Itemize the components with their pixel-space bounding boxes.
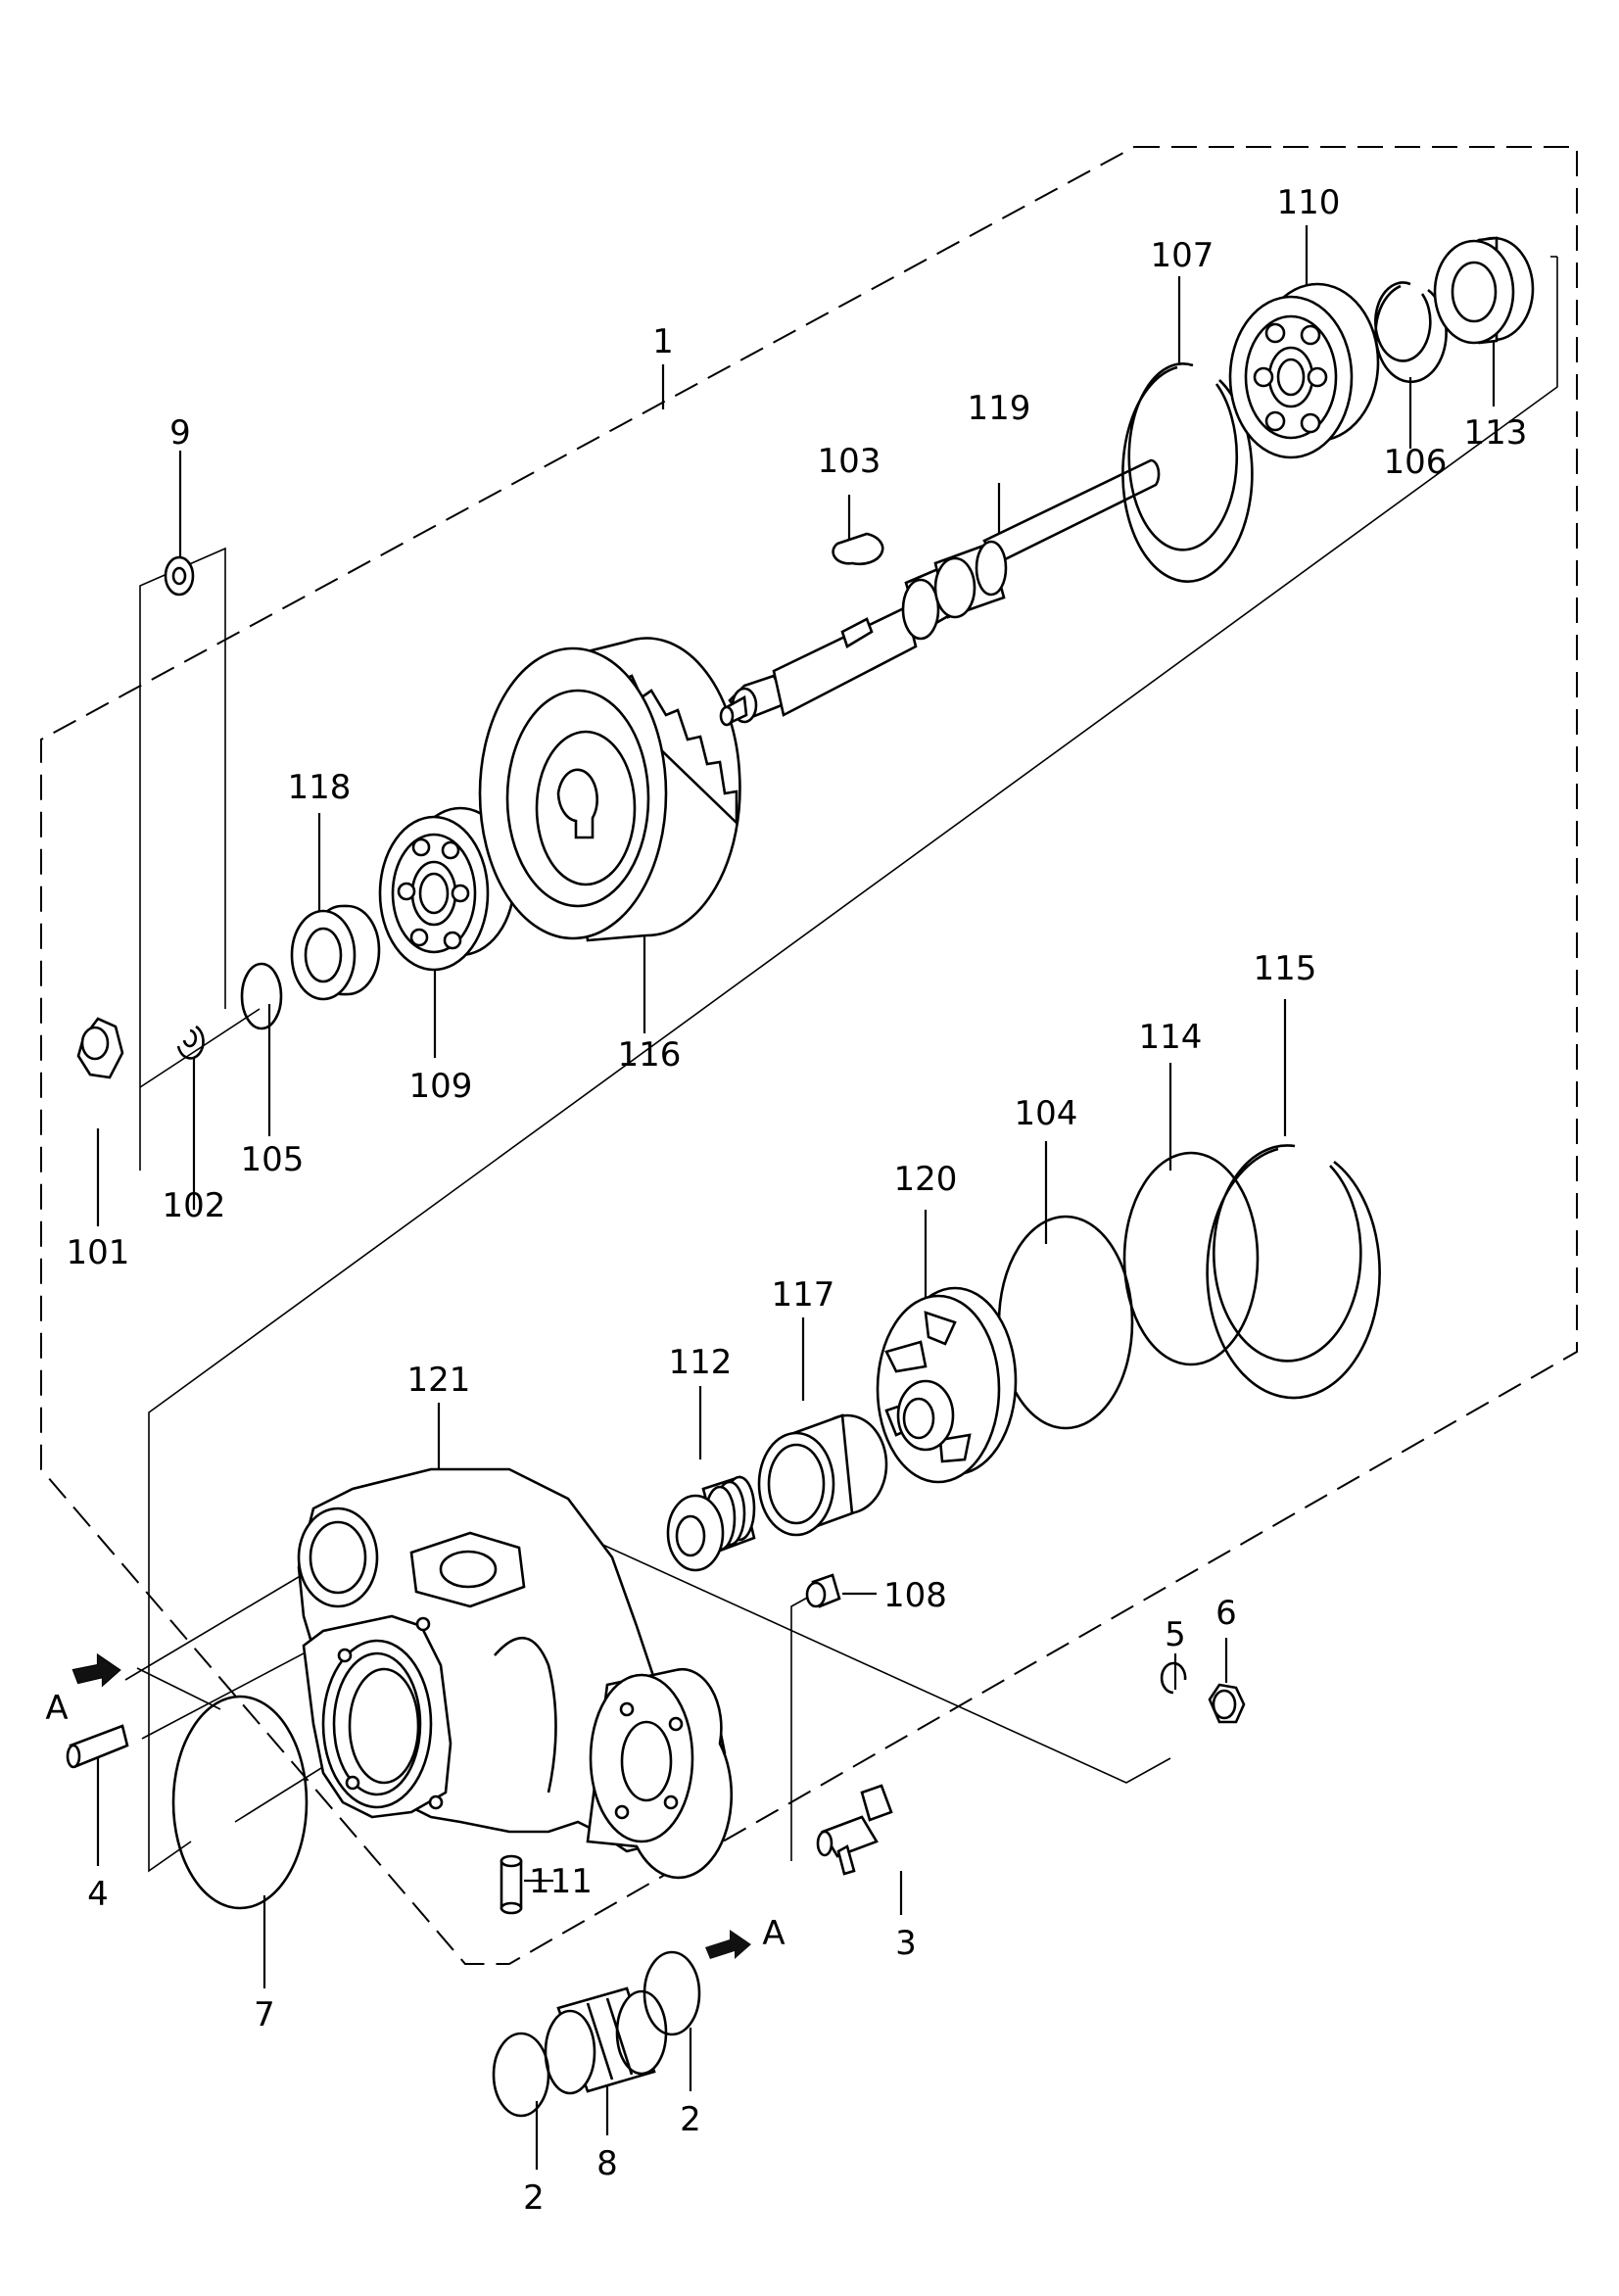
callout-102: 102: [163, 1186, 226, 1225]
callout-121: 121: [407, 1361, 471, 1400]
callout-113: 113: [1464, 413, 1528, 453]
part-101-nut: [76, 1017, 124, 1079]
part-110-bearing: [1228, 282, 1380, 459]
callout-116: 116: [618, 1035, 682, 1075]
callout-9: 9: [169, 413, 191, 453]
callout-2-upper: 2: [680, 2100, 701, 2139]
part-6-nut: [1208, 1683, 1246, 1724]
part-118-collar: [290, 904, 381, 1001]
callout-8: 8: [596, 2144, 618, 2183]
part-121-pump-housing: [297, 1467, 734, 1880]
leader-lines: [96, 225, 1496, 2170]
assembly-1-boundary: [40, 146, 1578, 1965]
callout-112: 112: [669, 1343, 733, 1382]
callout-110: 110: [1277, 183, 1341, 222]
callout-3: 3: [895, 1924, 917, 1963]
part-111-pin: [500, 1854, 523, 1915]
callout-114: 114: [1139, 1018, 1203, 1057]
part-119-shaft: [719, 458, 1161, 727]
part-2-oring-lower: [492, 2032, 550, 2118]
callout-labels: 1 9 103 119 107 110 106 113 118 109 116 …: [67, 183, 1528, 2218]
callout-119: 119: [968, 389, 1031, 428]
view-label-left: A: [45, 1689, 68, 1728]
part-9-washer: [164, 555, 195, 597]
callout-120: 120: [894, 1160, 958, 1199]
callout-5: 5: [1165, 1615, 1186, 1654]
callout-115: 115: [1254, 949, 1317, 988]
part-4-stud: [66, 1724, 129, 1769]
part-103-woodruff-key: [832, 532, 884, 566]
part-2-oring-upper: [643, 1950, 701, 2036]
part-112-seal: [666, 1475, 756, 1572]
part-113-collar: [1433, 236, 1535, 345]
callout-105: 105: [241, 1140, 305, 1179]
part-3-drain-cock: [816, 1784, 893, 1876]
part-105-oring: [240, 962, 283, 1030]
part-114-disc: [1122, 1151, 1260, 1366]
callout-118: 118: [288, 768, 352, 807]
callout-103: 103: [818, 442, 881, 481]
part-102-lockwasher: [176, 1025, 205, 1060]
callout-111: 111: [529, 1862, 593, 1901]
part-104-oring: [997, 1215, 1134, 1430]
view-arrow-left: [71, 1652, 121, 1688]
part-108-plug: [805, 1573, 841, 1608]
callout-6: 6: [1215, 1594, 1237, 1633]
part-115-circlip: [1206, 1144, 1381, 1400]
view-arrow-right: [705, 1930, 751, 1959]
callout-117: 117: [772, 1275, 835, 1315]
callout-2-lower: 2: [523, 2178, 545, 2218]
part-5-washer: [1160, 1661, 1187, 1695]
callout-108: 108: [883, 1576, 947, 1615]
callout-104: 104: [1015, 1094, 1078, 1133]
callout-107: 107: [1151, 236, 1214, 275]
view-label-right: A: [762, 1914, 785, 1953]
callout-106: 106: [1384, 443, 1448, 482]
part-8-coupling: [544, 1986, 668, 2095]
part-120-impeller: [876, 1286, 1018, 1484]
part-116-gear: [478, 637, 741, 942]
callout-101: 101: [67, 1233, 130, 1272]
callout-1: 1: [652, 322, 674, 361]
callout-4: 4: [87, 1875, 109, 1914]
callout-109: 109: [409, 1067, 473, 1106]
callout-7: 7: [254, 1995, 275, 2034]
part-107-circlip: [1121, 362, 1254, 583]
part-7-gasket: [171, 1695, 309, 1910]
part-117-sleeve: [757, 1413, 888, 1537]
